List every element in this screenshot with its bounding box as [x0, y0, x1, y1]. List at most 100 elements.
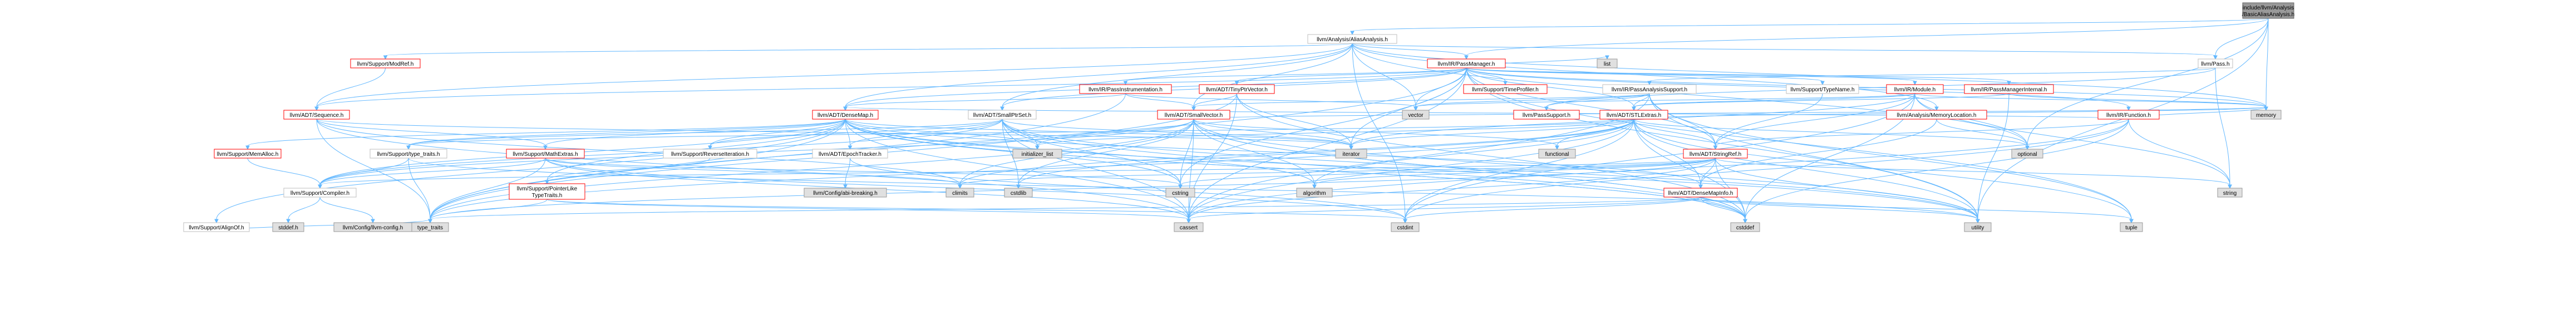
- node-layer: include/llvm/Analysis/BasicAliasAnalysis…: [183, 2, 2294, 232]
- node-function[interactable]: llvm/IR/Function.h: [2097, 110, 2160, 120]
- node-utility: utility: [1964, 222, 1992, 232]
- node-label: llvm/Support/PointerLike: [517, 186, 578, 192]
- edge-stlextras-to-initlist: [1035, 119, 1634, 150]
- edge-root-to-aa: [1350, 18, 2269, 36]
- node-stlextras[interactable]: llvm/ADT/STLExtras.h: [1599, 110, 1668, 120]
- edge-seq-to-mathext: [316, 119, 548, 150]
- node-label: TypeTraits.h: [532, 193, 563, 199]
- node-cstddef: cstddef: [1730, 222, 1760, 232]
- node-pass[interactable]: llvm/Pass.h: [2198, 58, 2233, 68]
- node-passsupport[interactable]: llvm/PassSupport.h: [1513, 110, 1580, 120]
- node-box: [1165, 188, 1195, 198]
- edge-pas-to-smallvec: [1191, 93, 1650, 111]
- node-cstdlib: cstdlib: [1004, 188, 1033, 198]
- edge-aa-to-pm: [1352, 43, 1469, 60]
- node-tuple: tuple: [2120, 222, 2143, 232]
- node-label: llvm/Analysis/AliasAnalysis.h: [1317, 37, 1388, 43]
- node-box: [2242, 2, 2294, 19]
- node-aa[interactable]: llvm/Analysis/AliasAnalysis.h: [1307, 34, 1397, 44]
- node-revit[interactable]: llvm/Support/ReverseIteration.h: [663, 149, 757, 159]
- edge-memloc-to-optional: [1936, 119, 2030, 150]
- node-box: [1513, 110, 1580, 120]
- edge-densemap-to-memalloc: [245, 119, 846, 150]
- node-box: [1402, 110, 1430, 120]
- node-pminternal[interactable]: llvm/IR/PassManagerInternal.h: [1964, 84, 2054, 94]
- node-densemap[interactable]: llvm/ADT/DenseMap.h: [812, 110, 879, 120]
- node-cstring: cstring: [1165, 188, 1195, 198]
- edge-memalloc-to-compiler: [247, 158, 322, 189]
- node-label: llvm/ADT/STLExtras.h: [1607, 112, 1661, 119]
- node-timeprof[interactable]: llvm/Support/TimeProfiler.h: [1463, 84, 1548, 94]
- edge-pminternal-to-stlextras: [1632, 93, 2009, 111]
- node-modref[interactable]: llvm/Support/ModRef.h: [350, 58, 421, 68]
- node-box: [968, 110, 1037, 120]
- node-label: llvm/ADT/StringRef.h: [1690, 151, 1741, 158]
- edge-smallvec-to-functional: [1193, 119, 1559, 150]
- node-label: cstring: [1172, 190, 1188, 197]
- edge-pminternal-to-memory: [2008, 93, 2268, 111]
- edge-root-to-pass: [2213, 18, 2269, 60]
- node-smallptrset[interactable]: llvm/ADT/SmallPtrSet.h: [968, 110, 1037, 120]
- edge-epoch-to-abibreak: [843, 158, 850, 189]
- node-label: llvm/Support/ModRef.h: [357, 61, 414, 67]
- node-smallvec[interactable]: llvm/ADT/SmallVector.h: [1157, 110, 1230, 120]
- node-box: [411, 222, 449, 232]
- node-mathext[interactable]: llvm/Support/MathExtras.h: [506, 149, 585, 159]
- node-root: include/llvm/Analysis/BasicAliasAnalysis…: [2242, 2, 2294, 19]
- node-seq[interactable]: llvm/ADT/Sequence.h: [283, 110, 350, 120]
- node-llvmconfig: llvm/Config/llvm-config.h: [333, 222, 412, 232]
- edge-smallptrset-to-typetraits_s: [406, 119, 1003, 150]
- edge-densemapinfo-to-typetraits: [428, 197, 1701, 224]
- node-epoch[interactable]: llvm/ADT/EpochTracker.h: [812, 149, 888, 159]
- node-label: llvm/PassSupport.h: [1523, 112, 1570, 119]
- node-memloc[interactable]: llvm/Analysis/MemoryLocation.h: [1886, 110, 1987, 120]
- node-module[interactable]: llvm/IR/Module.h: [1886, 84, 1944, 94]
- edge-module-to-iterator: [1349, 93, 1915, 150]
- node-climits: climits: [945, 188, 974, 198]
- node-tinyptr[interactable]: llvm/ADT/TinyPtrVector.h: [1199, 84, 1275, 94]
- node-label: llvm/IR/PassInstrumentation.h: [1088, 87, 1163, 93]
- node-pas[interactable]: llvm/IR/PassAnalysisSupport.h: [1602, 84, 1697, 94]
- edge-pm-to-tinyptr: [1234, 67, 1467, 86]
- edge-pas-to-passsupport: [1544, 93, 1650, 111]
- node-alignof[interactable]: llvm/Support/AlignOf.h: [183, 222, 250, 232]
- node-optional: optional: [2011, 149, 2043, 159]
- node-densemapinfo[interactable]: llvm/ADT/DenseMapInfo.h: [1663, 188, 1738, 198]
- node-pm[interactable]: llvm/IR/PassManager.h: [1427, 58, 1506, 68]
- edge-densemapinfo-to-cstdint: [1403, 197, 1701, 224]
- node-label: tuple: [2125, 225, 2137, 231]
- node-box: [1427, 58, 1506, 68]
- edge-densemap-to-cassert: [845, 119, 1191, 224]
- node-box: [1730, 222, 1760, 232]
- node-box: [509, 183, 585, 200]
- edge-function-to-string: [2128, 119, 2232, 189]
- edge-stlextras-to-optional: [1633, 119, 2030, 150]
- node-vector: vector: [1402, 110, 1430, 120]
- edge-pass-to-string: [2215, 67, 2232, 189]
- node-label: iterator: [1342, 151, 1360, 158]
- node-cstdint: cstdint: [1391, 222, 1420, 232]
- node-stringref[interactable]: llvm/ADT/StringRef.h: [1683, 149, 1748, 159]
- node-label: llvm/Support/TimeProfiler.h: [1472, 87, 1539, 93]
- node-box: [1964, 84, 2054, 94]
- node-instr[interactable]: llvm/IR/PassInstrumentation.h: [1079, 84, 1172, 94]
- node-box: [183, 222, 250, 232]
- node-box: [272, 222, 304, 232]
- node-label: llvm/IR/PassAnalysisSupport.h: [1612, 87, 1687, 93]
- node-box: [812, 110, 879, 120]
- node-label: llvm/ADT/TinyPtrVector.h: [1206, 87, 1268, 93]
- node-compiler[interactable]: llvm/Support/Compiler.h: [283, 188, 357, 198]
- node-label: memory: [2256, 112, 2276, 119]
- node-label: type_traits: [417, 225, 443, 231]
- node-typetraits_s[interactable]: llvm/Support/type_traits.h: [370, 149, 447, 159]
- node-box: [1599, 110, 1668, 120]
- node-label: cstdlib: [1011, 190, 1027, 197]
- node-memalloc[interactable]: llvm/Support/MemAlloc.h: [214, 149, 282, 159]
- node-box: [1597, 58, 1618, 68]
- node-label: llvm/ADT/SmallVector.h: [1165, 112, 1223, 119]
- edge-stringref-to-algorithm: [1312, 158, 1716, 189]
- edge-compiler-to-llvmconfig: [319, 197, 375, 224]
- node-typename[interactable]: llvm/Support/TypeName.h: [1786, 84, 1859, 94]
